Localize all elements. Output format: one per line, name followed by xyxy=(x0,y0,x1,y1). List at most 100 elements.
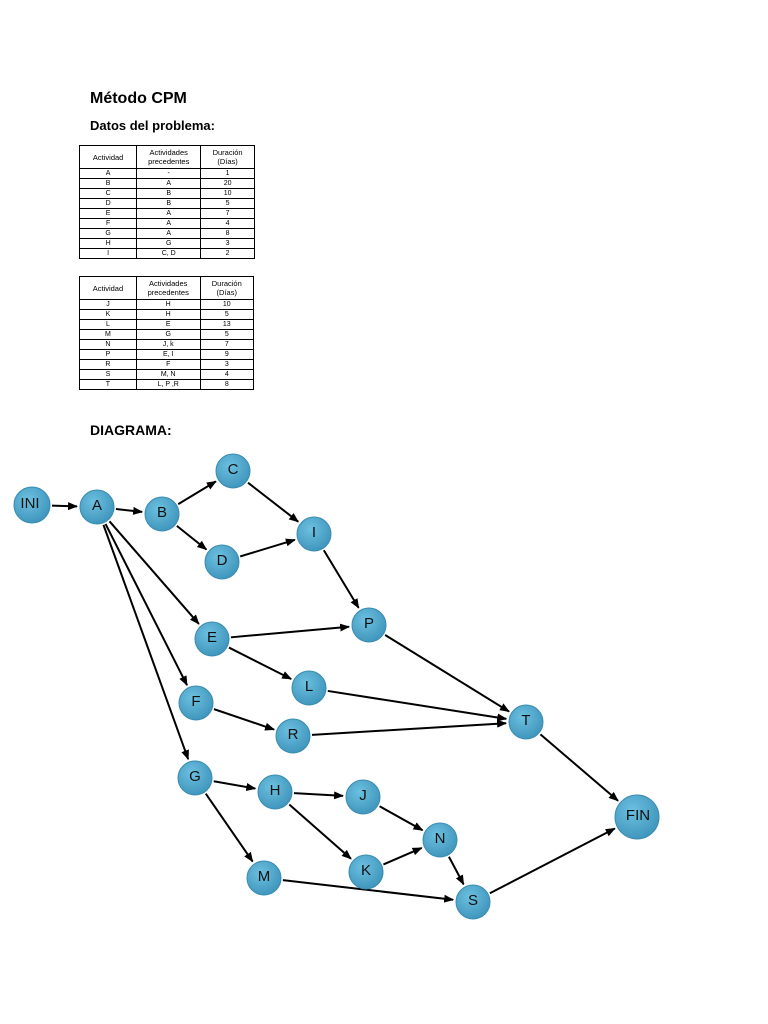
edge-s-fin xyxy=(489,827,616,895)
node-circle xyxy=(345,779,381,815)
node-label: J xyxy=(359,787,367,804)
activity-cell: T xyxy=(79,379,137,390)
node-label: A xyxy=(92,497,102,514)
edge-j-n xyxy=(379,805,424,832)
duration-cell: 2 xyxy=(200,248,255,259)
node-circle xyxy=(246,860,282,896)
header-predecessors-line1: Actividades xyxy=(149,148,188,157)
node-e: E xyxy=(194,621,230,657)
node-label: I xyxy=(312,524,316,541)
header-predecessors-line1: Actividades xyxy=(149,279,188,288)
node-label: L xyxy=(305,678,313,695)
edge-p-t xyxy=(384,634,510,713)
edge-f-r xyxy=(213,708,276,731)
page-title: Método CPM xyxy=(90,90,187,107)
edge-d-i xyxy=(239,538,296,558)
edge-r-t xyxy=(311,719,508,736)
node-label: T xyxy=(521,712,530,729)
predecessors-cell: C, D xyxy=(136,248,202,259)
edge-h-j xyxy=(293,791,345,800)
node-h: H xyxy=(257,774,293,810)
node-circle xyxy=(144,496,180,532)
node-circle xyxy=(215,453,251,489)
node-label: H xyxy=(270,782,281,799)
node-ini: INI xyxy=(13,486,51,524)
node-circle xyxy=(614,794,660,840)
node-circle xyxy=(296,516,332,552)
node-p: P xyxy=(351,607,387,643)
node-label: S xyxy=(468,892,478,909)
edge-m-s xyxy=(282,879,455,903)
activity-cell: I xyxy=(78,248,138,259)
node-s: S xyxy=(455,884,491,920)
problem-data-heading: Datos del problema: xyxy=(90,118,215,133)
node-d: D xyxy=(204,544,240,580)
edge-a-e xyxy=(108,520,200,625)
node-n: N xyxy=(422,822,458,858)
node-fin: FIN xyxy=(614,794,660,840)
edge-i-p xyxy=(322,549,360,609)
node-l: L xyxy=(291,670,327,706)
header-duration-line1: Duración xyxy=(211,279,242,288)
edge-n-s xyxy=(448,856,465,886)
node-label: R xyxy=(288,726,299,743)
node-label: G xyxy=(189,768,201,785)
edge-a-b xyxy=(115,506,144,515)
edge-e-p xyxy=(230,623,351,639)
edge-b-d xyxy=(176,525,208,551)
header-duration-line2: (Días) xyxy=(217,157,238,166)
node-label: F xyxy=(191,693,200,710)
edge-a-f xyxy=(104,523,188,687)
duration-cell: 8 xyxy=(199,379,255,390)
edge-ini-a xyxy=(51,502,79,511)
node-g: G xyxy=(177,760,213,796)
node-r: R xyxy=(275,718,311,754)
node-circle xyxy=(351,607,387,643)
node-label: INI xyxy=(20,495,39,512)
edge-k-n xyxy=(383,847,423,866)
node-label: B xyxy=(157,504,167,521)
header-predecessors-line2: precedentes xyxy=(148,157,190,166)
node-circle xyxy=(422,822,458,858)
header-activity: Actividad xyxy=(79,276,137,300)
diagram-heading: DIAGRAMA: xyxy=(90,422,172,438)
node-label: N xyxy=(435,830,446,847)
node-m: M xyxy=(246,860,282,896)
node-circle xyxy=(79,489,115,525)
node-label: K xyxy=(361,862,371,879)
node-label: FIN xyxy=(626,807,650,824)
edge-g-h xyxy=(213,780,257,791)
header-duration-line2: (Días) xyxy=(216,288,237,297)
node-label: C xyxy=(228,461,239,478)
node-circle xyxy=(275,718,311,754)
edges-layer xyxy=(51,480,619,903)
edge-l-t xyxy=(327,689,508,722)
node-c: C xyxy=(215,453,251,489)
node-b: B xyxy=(144,496,180,532)
header-duration-line1: Duración xyxy=(212,148,243,157)
node-circle xyxy=(13,486,51,524)
edge-e-l xyxy=(228,646,293,680)
node-circle xyxy=(194,621,230,657)
node-label: P xyxy=(364,615,374,632)
node-i: I xyxy=(296,516,332,552)
node-k: K xyxy=(348,854,384,890)
node-circle xyxy=(204,544,240,580)
node-label: D xyxy=(217,552,228,569)
edge-h-k xyxy=(288,803,352,860)
node-label: E xyxy=(207,629,217,646)
node-circle xyxy=(177,760,213,796)
edge-t-fin xyxy=(539,733,619,802)
nodes-layer: INI A B C D I E P L F R T G H J K N M S FIN xyxy=(13,453,660,920)
node-circle xyxy=(455,884,491,920)
edge-b-c xyxy=(177,480,217,506)
